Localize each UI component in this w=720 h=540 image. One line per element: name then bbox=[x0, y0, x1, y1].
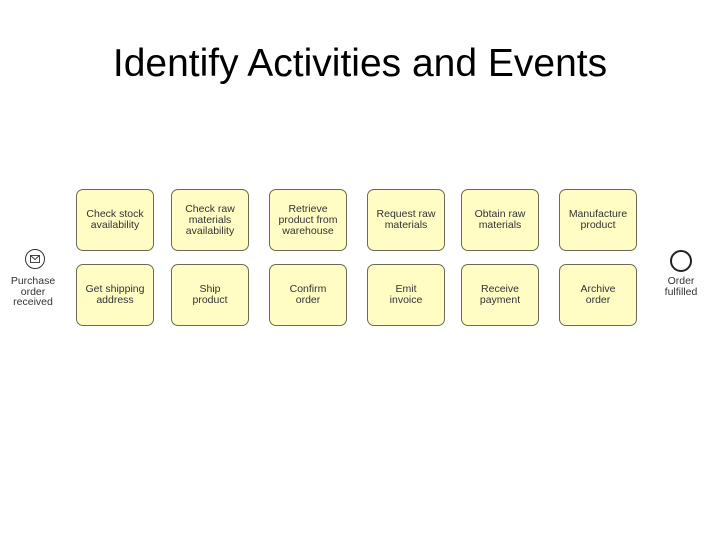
task-archive-order[interactable]: Archive order bbox=[559, 264, 637, 326]
task-label: Request raw materials bbox=[376, 208, 436, 231]
task-label: Obtain raw materials bbox=[474, 208, 526, 231]
task-retrieve-product-from-warehouse[interactable]: Retrieve product from warehouse bbox=[269, 189, 347, 251]
start-event-label: Purchase order received bbox=[10, 275, 56, 308]
task-label: Retrieve product from warehouse bbox=[278, 202, 338, 237]
task-label: Confirm order bbox=[289, 283, 327, 306]
task-label: Emit invoice bbox=[389, 283, 423, 306]
task-check-stock-availability[interactable]: Check stock availability bbox=[76, 189, 154, 251]
task-label: Get shipping address bbox=[85, 283, 145, 306]
task-ship-product[interactable]: Ship product bbox=[171, 264, 249, 326]
task-receive-payment[interactable]: Receive payment bbox=[461, 264, 539, 326]
task-obtain-raw-materials[interactable]: Obtain raw materials bbox=[461, 189, 539, 251]
task-label: Manufacture product bbox=[568, 208, 628, 231]
task-label: Archive order bbox=[580, 283, 616, 306]
task-confirm-order[interactable]: Confirm order bbox=[269, 264, 347, 326]
task-label: Receive payment bbox=[479, 283, 521, 306]
task-label: Check raw materials availability bbox=[185, 202, 235, 237]
end-event-label: Order fulfilled bbox=[664, 275, 698, 298]
task-manufacture-product[interactable]: Manufacture product bbox=[559, 189, 637, 251]
task-get-shipping-address[interactable]: Get shipping address bbox=[76, 264, 154, 326]
task-label: Ship product bbox=[192, 283, 228, 306]
start-message-event[interactable] bbox=[25, 249, 45, 269]
task-check-raw-materials-availability[interactable]: Check raw materials availability bbox=[171, 189, 249, 251]
slide-title: Identify Activities and Events bbox=[112, 42, 608, 85]
task-emit-invoice[interactable]: Emit invoice bbox=[367, 264, 445, 326]
task-label: Check stock availability bbox=[86, 208, 144, 231]
task-request-raw-materials[interactable]: Request raw materials bbox=[367, 189, 445, 251]
envelope-icon bbox=[30, 255, 40, 263]
end-event[interactable] bbox=[670, 250, 692, 272]
